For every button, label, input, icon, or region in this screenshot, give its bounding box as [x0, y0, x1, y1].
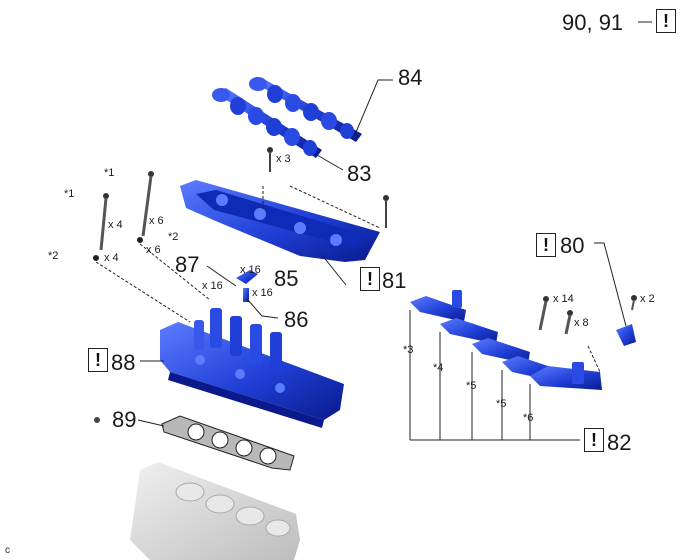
callout-82-bracket	[409, 310, 580, 441]
star-4: *4	[433, 362, 444, 374]
callout-83: 83	[347, 161, 372, 186]
part-85	[236, 270, 258, 284]
star-5b: *5	[496, 398, 507, 410]
bolt-housing-x2	[631, 295, 637, 311]
qty-housing-bolts: x 2	[640, 293, 655, 305]
bearing-cap-4	[440, 318, 498, 344]
callout-80: 80	[560, 233, 585, 258]
camshaft-83	[212, 88, 322, 158]
head-bolt-b	[141, 171, 154, 237]
cylinder-head-88	[160, 308, 344, 428]
note-icon-80[interactable]: !	[536, 233, 556, 257]
housing-80	[616, 324, 636, 346]
qty-cam-cover-bolts: x 3	[276, 153, 291, 165]
callout-87: 87	[175, 252, 200, 277]
note-icon-90-91[interactable]: !	[656, 9, 676, 33]
bearing-cap-3	[410, 290, 466, 322]
qty-part-87: x 16	[202, 280, 223, 292]
qty-washer-b: x 6	[146, 244, 161, 256]
qty-part-86: x 16	[252, 287, 273, 299]
bolt-cam-cover	[267, 147, 273, 172]
head-bolt-a	[99, 193, 109, 251]
star-2a: *2	[168, 231, 179, 243]
callout-81: 81	[382, 268, 407, 293]
engine-block	[130, 462, 300, 560]
camshaft-housing-81	[180, 180, 380, 262]
star-3: *3	[403, 344, 414, 356]
star-1a: *1	[104, 167, 115, 179]
callout-88: 88	[111, 350, 136, 375]
qty-part-85: x 16	[240, 264, 261, 276]
star-2b: *2	[48, 250, 59, 262]
callout-85: 85	[274, 266, 299, 291]
qty-long-bolt-a: x 4	[108, 219, 123, 231]
qty-long-bolt-b: x 6	[149, 215, 164, 227]
bolt-housing-right	[383, 195, 389, 228]
figure-code: c	[5, 545, 10, 556]
note-icon-81[interactable]: !	[360, 267, 380, 291]
part-86	[243, 288, 249, 302]
camshaft-84	[249, 77, 362, 142]
washer-b	[137, 237, 143, 243]
note-icon-88[interactable]: !	[88, 348, 108, 372]
callout-90-91: 90, 91	[562, 10, 624, 35]
bolt-cap-14	[538, 296, 549, 331]
head-gasket-89	[161, 415, 295, 471]
callout-89: 89	[112, 407, 137, 432]
star-6: *6	[523, 412, 534, 424]
callout-86: 86	[284, 307, 309, 332]
washer-a	[93, 255, 99, 261]
qty-cap-bolts-14: x 14	[553, 293, 574, 305]
note-icon-82[interactable]: !	[584, 428, 604, 452]
bearing-cap-6	[530, 362, 602, 390]
qty-cap-bolts-8: x 8	[574, 317, 589, 329]
bolt-cap-8	[564, 310, 573, 335]
star-1b: *1	[64, 188, 75, 200]
callout-82: 82	[607, 430, 632, 455]
qty-washer-a: x 4	[104, 252, 119, 264]
callout-84: 84	[398, 65, 423, 90]
star-5a: *5	[466, 380, 477, 392]
